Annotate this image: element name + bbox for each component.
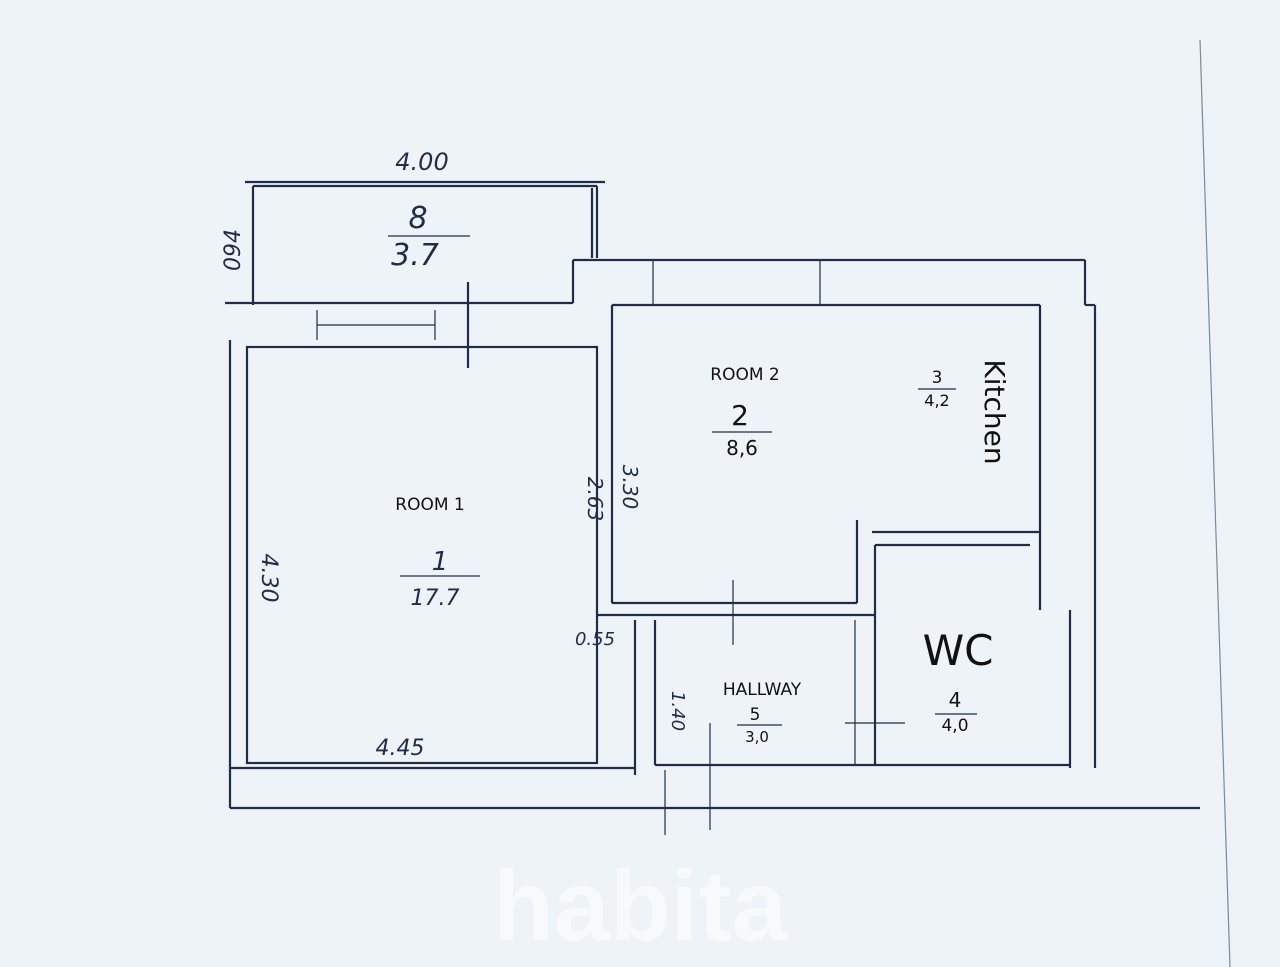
room2-number: 2 <box>731 399 749 432</box>
balcony-number: 8 <box>408 201 427 236</box>
kitchen-number: 3 <box>932 368 943 388</box>
paper-edge <box>1199 39 1231 967</box>
kitchen-label: Kitchen <box>978 359 1011 464</box>
balcony-width-dim: 4.00 <box>395 148 448 176</box>
room1-number: 1 <box>432 547 449 577</box>
room1-walls <box>230 310 635 770</box>
outer-walls <box>228 260 1200 810</box>
room1-area: 17.7 <box>411 586 460 611</box>
hallway-dim-a: 0.55 <box>575 629 615 650</box>
hallway-number: 5 <box>750 705 761 725</box>
wc-label: WC <box>923 626 994 675</box>
room2-dim-a: 2.63 <box>583 477 607 522</box>
hallway-label: HALLWAY <box>723 680 802 700</box>
hallway-dim-b: 1.40 <box>667 691 688 731</box>
hallway-area: 3,0 <box>745 728 769 746</box>
wc-area: 4,0 <box>941 716 968 736</box>
balcony-walls <box>225 180 1085 368</box>
room2-label: ROOM 2 <box>710 365 779 385</box>
room1-width-dim: 4.45 <box>376 736 425 761</box>
hallway-wc-walls <box>598 580 1072 835</box>
room2-dim-b: 3.30 <box>618 465 642 510</box>
wc-number: 4 <box>949 688 962 712</box>
balcony-depth-dim: 094 <box>221 229 246 271</box>
room2-area: 8,6 <box>726 436 758 460</box>
room1-height-dim: 4.30 <box>256 554 281 603</box>
room2-walls <box>610 260 1042 765</box>
kitchen-area: 4,2 <box>924 391 949 410</box>
room1-label: ROOM 1 <box>395 495 464 515</box>
balcony-area: 3.7 <box>391 238 439 273</box>
watermark-logo: habita <box>493 850 789 962</box>
